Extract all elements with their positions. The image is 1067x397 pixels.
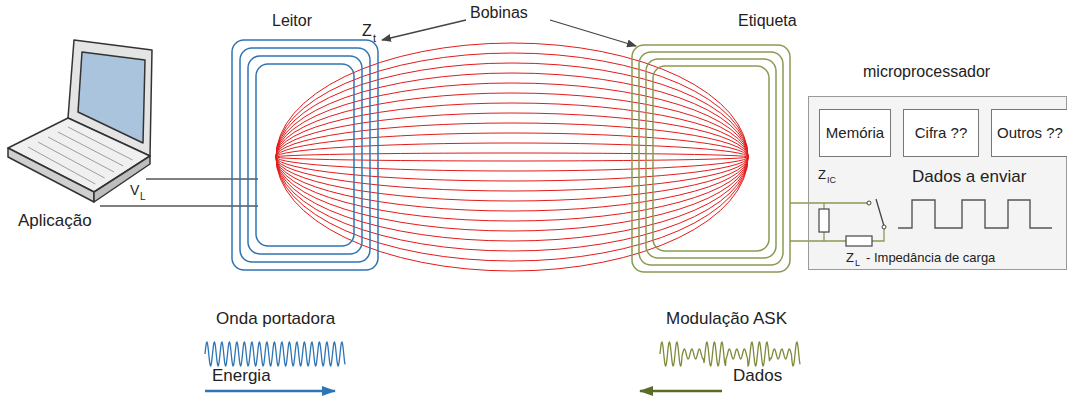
signal-label: Dados a enviar [912, 168, 1026, 187]
data-arrow [640, 390, 722, 393]
switch-contact [867, 201, 871, 205]
carrier-label: Onda portadora [216, 310, 335, 329]
field-line [276, 53, 748, 261]
tag-coil [646, 59, 776, 258]
carrier-wave [205, 342, 345, 366]
data-square-wave [898, 200, 1052, 228]
box-label: Cifra ?? [915, 125, 968, 142]
laptop-edge [94, 156, 150, 202]
switch-contact [882, 225, 886, 229]
reader-coil [240, 48, 370, 262]
energy-arrow [205, 390, 335, 393]
wire [823, 232, 824, 241]
laptop-icon [8, 40, 152, 202]
field-line [276, 153, 748, 161]
reader-coil [248, 56, 362, 254]
key-row [48, 137, 114, 172]
tag-label: Etiqueta [738, 12, 797, 30]
key-row [68, 127, 133, 160]
laptop-base [8, 118, 150, 192]
application-label: Aplicação [18, 212, 92, 231]
microprocessor-panel: microprocessadorMemóriaCifra ??Outros ?? [808, 96, 1067, 270]
subscript: L [855, 259, 860, 269]
energy-label: Energia [212, 367, 271, 386]
field-line [276, 113, 748, 201]
reader-label: Leitor [272, 12, 312, 30]
field-line [276, 93, 748, 221]
magnetic-field-lines [276, 43, 748, 271]
panel-heading: microprocessador [863, 63, 990, 81]
other-box: Outros ?? [991, 109, 1067, 157]
switch-lever [876, 199, 884, 226]
subscript: L [140, 191, 146, 202]
box-label: Outros ?? [997, 125, 1063, 142]
subscript: IC [827, 176, 836, 186]
field-line [276, 43, 748, 271]
tag-coil [653, 66, 769, 251]
coils-label: Bobinas [470, 4, 528, 22]
impedance-symbol: Z [846, 251, 854, 265]
ask-wave [660, 342, 800, 366]
key-row [38, 142, 105, 178]
leader-arrow [550, 20, 636, 46]
voltage-symbol: V [130, 183, 139, 198]
wire [872, 228, 884, 241]
reader-coil [256, 64, 354, 246]
modulation-label: Modulação ASK [666, 310, 787, 329]
field-line [276, 133, 748, 181]
resistor-symbol [846, 236, 872, 246]
data-label: Dados [733, 367, 782, 386]
wire [100, 205, 258, 206]
box-label: Memória [826, 125, 884, 142]
leader-arrow [382, 20, 466, 40]
field-line [276, 143, 748, 171]
field-line [276, 63, 748, 251]
wire [790, 240, 846, 241]
coils [232, 40, 790, 272]
impedance-symbol: Z [362, 22, 372, 40]
field-line [276, 83, 748, 231]
field-line [276, 123, 748, 191]
resistor-symbol [819, 209, 829, 232]
tag-circuit [790, 199, 884, 241]
wire [790, 202, 868, 203]
laptop-keyboard [28, 127, 133, 184]
reader-coil [232, 40, 378, 270]
field-line [276, 103, 748, 211]
impedance-note: - Impedância de carga [866, 251, 995, 265]
memory-box: Memória [819, 109, 891, 157]
field-line [276, 73, 748, 241]
laptop-edge [8, 148, 94, 202]
subscript: t [373, 32, 376, 44]
cipher-box: Cifra ?? [903, 109, 979, 157]
key-row [28, 147, 95, 184]
wire [823, 203, 824, 209]
key-row [58, 132, 123, 166]
tag-coil [639, 52, 783, 265]
waves [205, 342, 800, 366]
tag-coil [632, 45, 790, 272]
wire [146, 178, 258, 179]
impedance-symbol: Z [818, 168, 826, 182]
